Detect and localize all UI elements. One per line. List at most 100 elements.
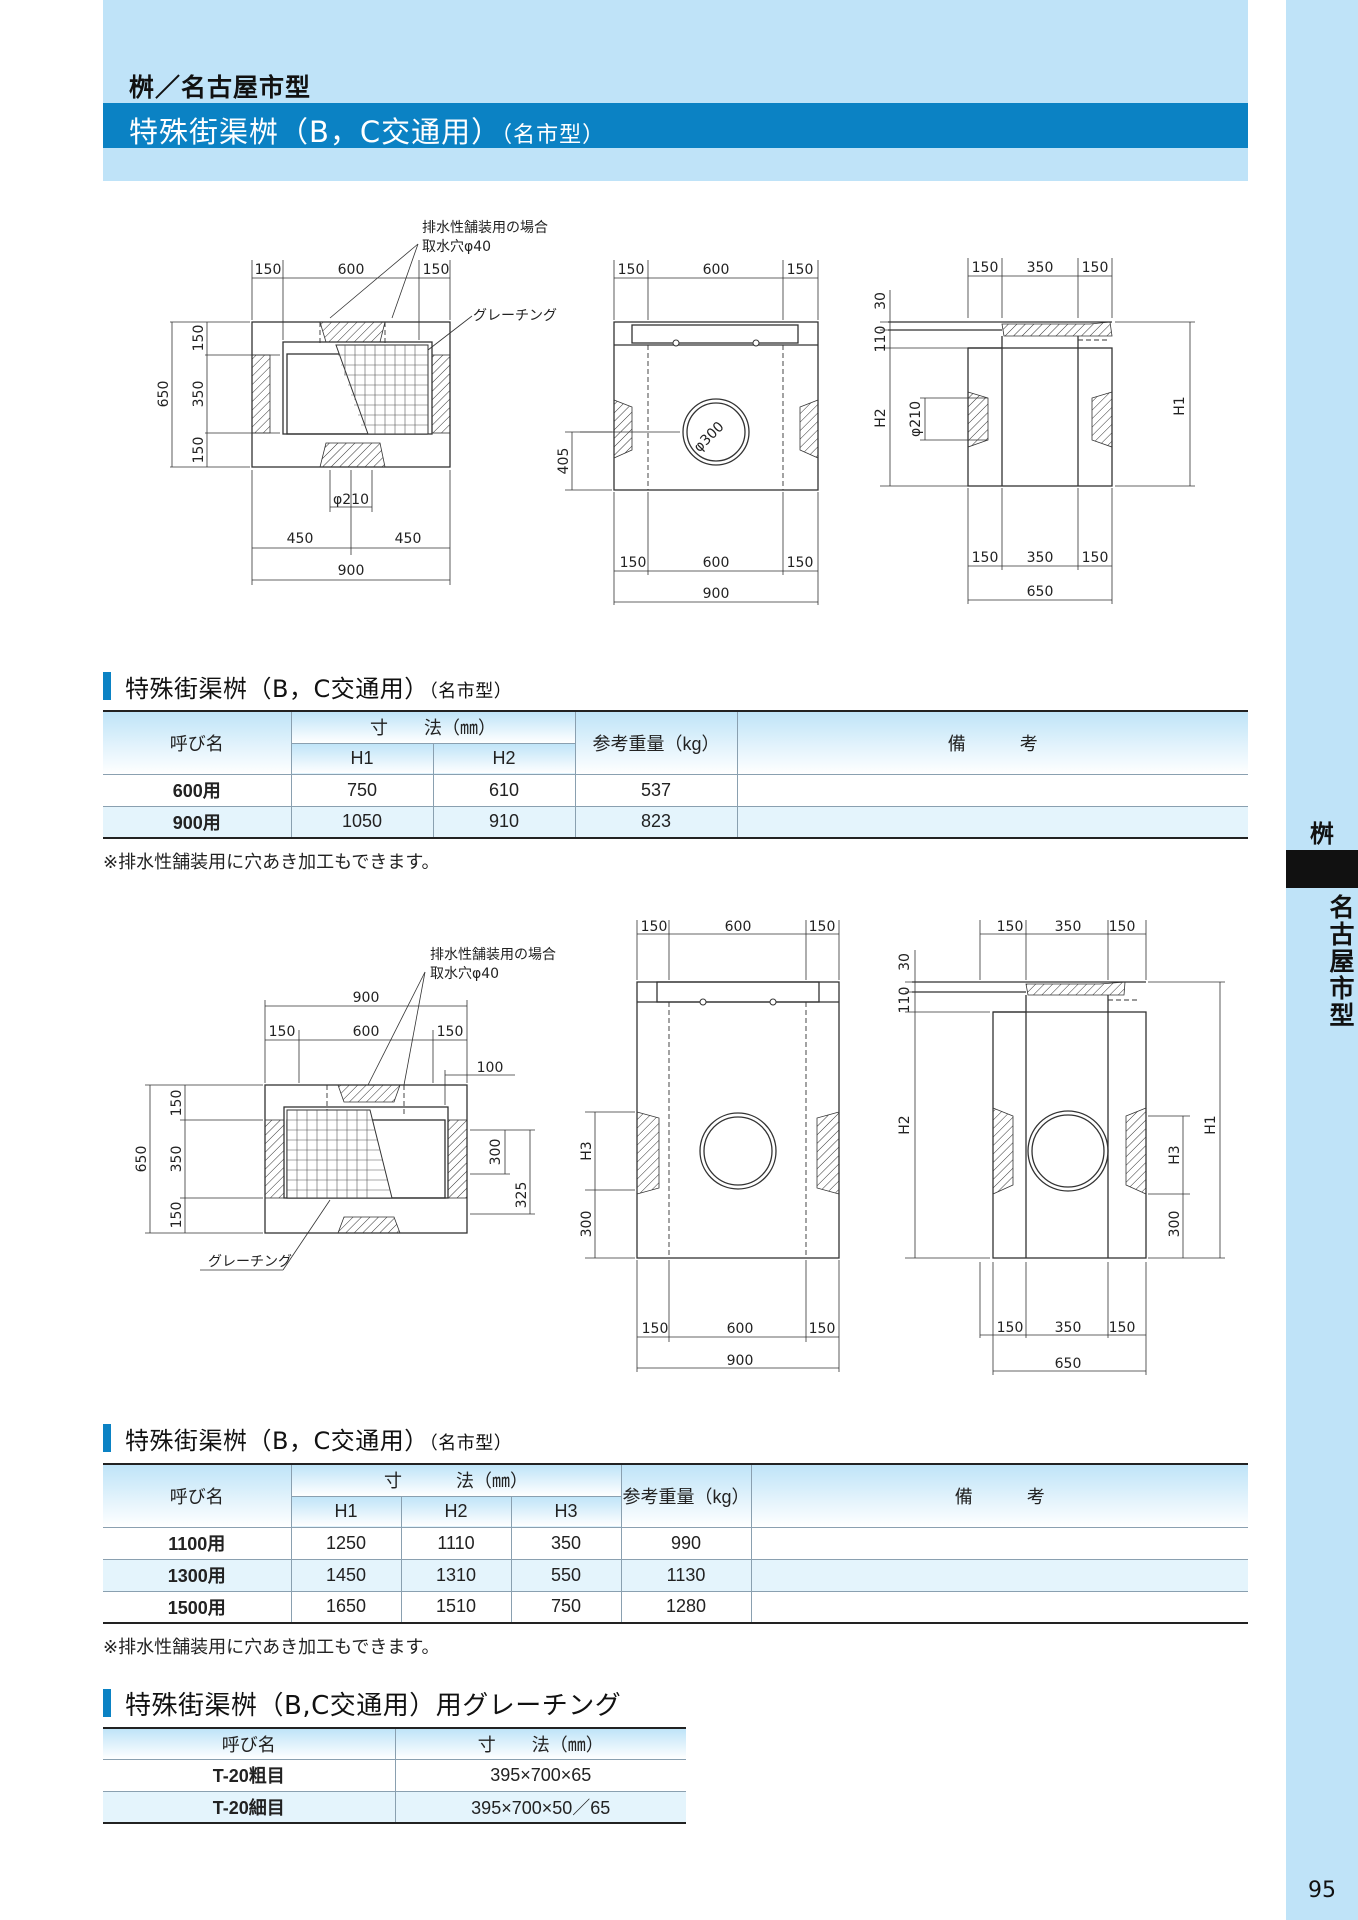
t2-header-h3: H3 [510, 1495, 621, 1528]
d1-note-line2: 取水穴φ40 [422, 239, 491, 255]
t2-row3-remarks [750, 1590, 1248, 1624]
d2-side-bottom-dim-3: 150 [1109, 1320, 1136, 1336]
d2-side-h1: H1 [1203, 1115, 1219, 1134]
t1-row2-h1: 1050 [290, 805, 434, 839]
d2-side-bottom-dim-2: 350 [1055, 1320, 1082, 1336]
d2-plan-right-dim-2: 325 [514, 1182, 530, 1209]
t2-row1-weight: 990 [620, 1526, 752, 1560]
d2-plan-left-dim-2: 350 [169, 1146, 185, 1173]
section-1-title-sub: （名市型） [428, 680, 513, 702]
t3-row1-dims: 395×700×65 [394, 1758, 686, 1792]
t2-row2-name: 1300用 [103, 1558, 292, 1592]
d2-side-height-dim: 300 [1167, 1211, 1183, 1238]
d1-plan-top-dim-3: 150 [423, 262, 450, 278]
d2-side-top-dim-3: 150 [1109, 919, 1136, 935]
t2-row2-remarks [750, 1558, 1248, 1592]
t2-row1-name: 1100用 [103, 1526, 292, 1560]
d1-plan-overall-height: 650 [156, 381, 172, 408]
t2-row2-h1: 1450 [290, 1558, 402, 1592]
t1-row1-weight: 537 [574, 773, 738, 807]
t1-row2-remarks [736, 805, 1248, 839]
t1-row2-weight: 823 [574, 805, 738, 839]
d1-side-top-dim-1: 150 [972, 260, 999, 276]
t2-header-dims: 寸 法（㎜） [290, 1463, 622, 1497]
section-2-title-main: 特殊街渠桝（B，C交通用） [125, 1426, 429, 1455]
d1-side-h2: H2 [873, 408, 889, 427]
table-row: 600用 750 610 537 [103, 773, 1248, 807]
d1-side-bottom-dim-1: 150 [972, 550, 999, 566]
d2-grating-label: グレーチング [208, 1254, 292, 1270]
d2-plan-overall-height: 650 [134, 1146, 150, 1173]
d2-note-line2: 取水穴φ40 [430, 966, 499, 982]
d2-plan-view: 900 150 600 150 100 150 350 150 650 300 … [134, 990, 535, 1234]
d2-plan-offset: 100 [477, 1060, 504, 1076]
d2-side-view: 150 350 150 30 110 H2 H3 300 H1 150 350 … [897, 919, 1225, 1375]
t1-row2-name: 900用 [103, 805, 292, 839]
t1-row1-remarks [736, 773, 1248, 807]
d2-front-bottom-dim-2: 600 [727, 1321, 754, 1337]
t3-header-dims: 寸 法（㎜） [394, 1727, 686, 1760]
table-row: 1300用 1450 1310 550 1130 [103, 1558, 1248, 1592]
side-category: 桝 [1310, 820, 1334, 848]
d2-front-view: 150 600 150 H3 300 150 600 150 900 [579, 919, 840, 1372]
t2-row1-h1: 1250 [290, 1526, 402, 1560]
table-row: T-20粗目 395×700×65 [103, 1758, 686, 1792]
t2-row3-h2: 1510 [400, 1590, 512, 1624]
page-number: 95 [1308, 1878, 1336, 1903]
side-tab-marker [1286, 850, 1358, 888]
d2-side-h3: H3 [1167, 1145, 1183, 1164]
d1-front-top-dim-2: 600 [703, 262, 730, 278]
d2-side-overall-width: 650 [1055, 1356, 1082, 1372]
d1-front-bottom-dim-1: 150 [620, 555, 647, 571]
t2-row1-h2: 1110 [400, 1526, 512, 1560]
d1-side-h1: H1 [1172, 396, 1188, 415]
section-2-note: ※排水性舗装用に穴あき加工もできます。 [103, 1637, 440, 1658]
d2-side-h2: H2 [897, 1115, 913, 1134]
t1-header-remarks: 備 考 [736, 710, 1248, 775]
section-3-heading: 特殊街渠桝（B,C交通用）用グレーチング [103, 1687, 622, 1721]
d1-side-top-dim-2: 350 [1027, 260, 1054, 276]
category-title: 桝／名古屋市型 [129, 73, 312, 102]
d2-front-top-dim-3: 150 [809, 919, 836, 935]
d2-side-top-dim-1: 150 [997, 919, 1024, 935]
d1-front-overall-width: 900 [703, 586, 730, 602]
section-1-title: 特殊街渠桝（B，C交通用）（名市型） [125, 669, 512, 704]
d1-side-bottom-dim-2: 350 [1027, 550, 1054, 566]
d1-plan-left-dim-3: 150 [191, 437, 207, 464]
d1-plan-view: 150 600 150 150 350 150 650 φ210 450 450… [156, 260, 451, 585]
spec-table-3: 呼び名 寸 法（㎜） T-20粗目 395×700×65 T-20細目 395×… [103, 1727, 686, 1824]
d2-front-top-dim-1: 150 [641, 919, 668, 935]
d1-front-pipe: φ300 [691, 419, 728, 456]
t1-header-h2: H2 [432, 742, 575, 775]
t3-header-name: 呼び名 [103, 1727, 396, 1760]
t3-row2-name: T-20細目 [103, 1790, 396, 1824]
t2-row3-weight: 1280 [620, 1590, 752, 1624]
t1-row1-h2: 610 [432, 773, 576, 807]
section-1-title-main: 特殊街渠桝（B，C交通用） [125, 674, 429, 703]
t3-row2-dims: 395×700×50／65 [394, 1790, 686, 1824]
d1-front-height-dim: 405 [556, 448, 572, 475]
t2-row2-h3: 550 [510, 1558, 622, 1592]
section-3-title: 特殊街渠桝（B,C交通用）用グレーチング [125, 1690, 622, 1721]
t1-row1-name: 600用 [103, 773, 292, 807]
t2-header-h1: H1 [291, 1495, 402, 1528]
d1-note-line1: 排水性舗装用の場合 [422, 220, 548, 236]
section-1-heading: 特殊街渠桝（B，C交通用）（名市型） [103, 669, 512, 704]
d2-note-line1: 排水性舗装用の場合 [430, 947, 556, 963]
table-row: 1100用 1250 1110 350 990 [103, 1526, 1248, 1560]
d2-plan-overall-width: 900 [353, 990, 380, 1006]
t2-row2-h2: 1310 [400, 1558, 512, 1592]
d2-front-h3: H3 [579, 1141, 595, 1160]
d2-plan-top-dim-2: 600 [353, 1024, 380, 1040]
d1-plan-left-dim-1: 150 [191, 325, 207, 352]
d2-front-bottom-dim-3: 150 [809, 1321, 836, 1337]
side-tab-label: 名古屋市型 [1326, 894, 1355, 1029]
d2-front-top-dim-2: 600 [725, 919, 752, 935]
page-title: 特殊街渠桝（B，C交通用）（名市型） [129, 109, 605, 151]
t2-row1-remarks [750, 1526, 1248, 1560]
d2-side-bottom-dim-1: 150 [997, 1320, 1024, 1336]
d2-plan-top-dim-3: 150 [437, 1024, 464, 1040]
d1-grating-label: グレーチング [473, 308, 557, 324]
table-row: T-20細目 395×700×50／65 [103, 1790, 686, 1824]
table-row: 900用 1050 910 823 [103, 805, 1248, 839]
